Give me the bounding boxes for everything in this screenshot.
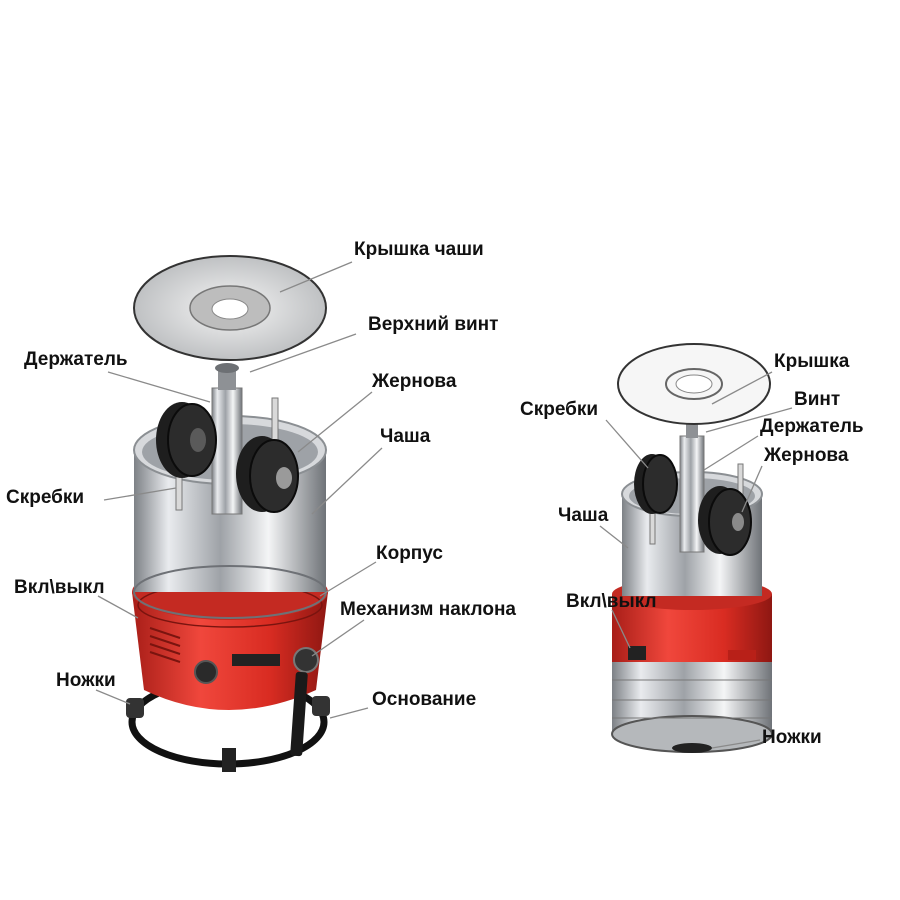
label-holder-left: Держатель — [24, 349, 128, 370]
left-tilt-knob — [293, 647, 319, 673]
label-stones-left: Жернова — [372, 371, 457, 392]
label-switch-right: Вкл\выкл — [566, 591, 657, 612]
label-stones-right: Жернова — [764, 445, 849, 466]
left-switch-knob — [194, 660, 218, 684]
left-leg-left — [126, 698, 144, 718]
label-scrapers-left: Скребки — [6, 487, 85, 508]
label-scrapers-right: Скребки — [520, 399, 599, 420]
right-stone-left — [634, 454, 678, 514]
label-base-left: Основание — [372, 689, 477, 710]
label-bowl-right: Чаша — [558, 505, 609, 526]
label-body-left: Корпус — [376, 543, 443, 564]
left-leg-front — [222, 748, 236, 772]
left-vent-slots — [149, 627, 181, 663]
right-foot — [672, 743, 712, 753]
left-holder-shaft — [211, 387, 243, 515]
left-nameplate — [232, 654, 280, 666]
label-holder-right: Держатель — [760, 416, 864, 437]
label-top-screw: Верхний винт — [368, 314, 499, 335]
right-machine — [611, 343, 773, 753]
label-legs-right: Ножки — [762, 727, 822, 748]
leader-lines — [95, 261, 793, 749]
left-scraper-2 — [271, 397, 279, 445]
label-tilt-mechanism: Механизм наклона — [340, 599, 516, 620]
label-screw-right: Винт — [794, 389, 841, 410]
left-leg-right — [312, 696, 330, 716]
label-lid-left: Крышка чаши — [354, 239, 484, 260]
left-stone-left — [156, 402, 217, 478]
label-switch-left: Вкл\выкл — [14, 577, 105, 598]
left-machine — [126, 255, 330, 772]
left-stone-right — [236, 436, 299, 513]
right-switch — [628, 646, 646, 660]
left-tilt-arm — [290, 671, 308, 757]
label-bowl-left: Чаша — [380, 426, 431, 447]
right-stone-right — [698, 486, 752, 556]
label-lid-right: Крышка — [774, 351, 850, 372]
left-body — [132, 592, 328, 710]
label-legs-left: Ножки — [56, 670, 116, 691]
